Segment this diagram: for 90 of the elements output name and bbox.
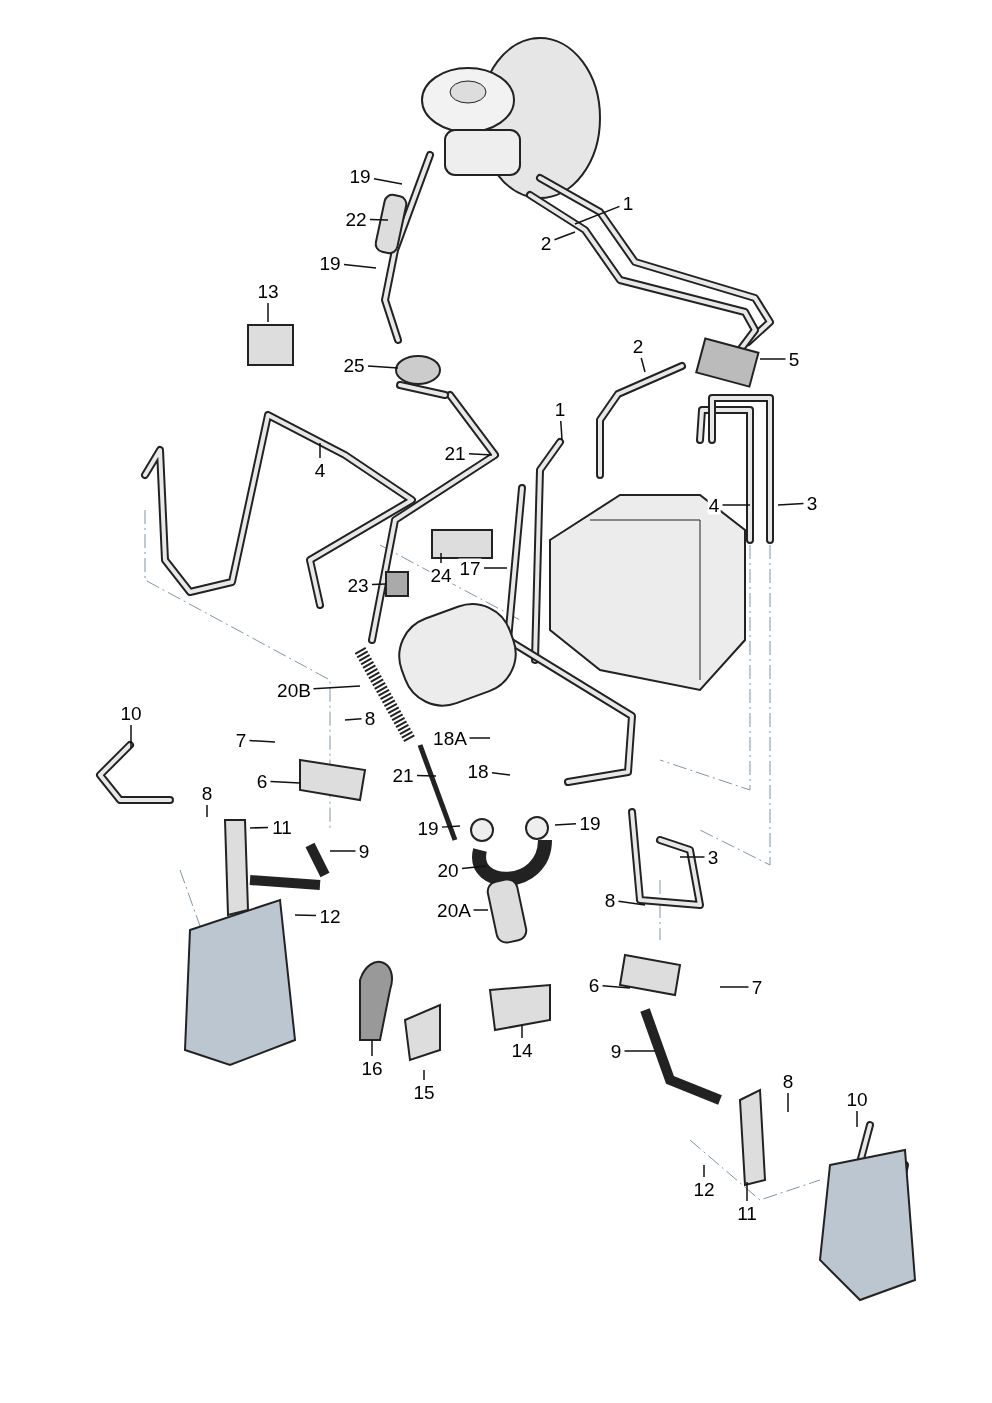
leader-line bbox=[703, 1164, 705, 1178]
leader-line bbox=[441, 825, 461, 828]
callout-number: 21 bbox=[444, 442, 466, 464]
callout-number: 8 bbox=[604, 889, 616, 911]
leader-line bbox=[468, 453, 493, 456]
callout-number: 1 bbox=[622, 192, 634, 214]
callout-number: 6 bbox=[256, 770, 268, 792]
callout-number: 8 bbox=[782, 1070, 794, 1092]
callout-number: 1 bbox=[554, 398, 566, 420]
callout-number: 25 bbox=[343, 354, 365, 376]
leader-line bbox=[267, 302, 269, 323]
leader-line bbox=[319, 442, 321, 459]
callout-number: 5 bbox=[788, 348, 800, 370]
leader-line bbox=[294, 914, 317, 917]
leader-line bbox=[269, 780, 301, 784]
leader-line bbox=[344, 717, 363, 721]
leader-line bbox=[777, 502, 805, 506]
callout-number: 24 bbox=[430, 564, 452, 586]
callout-number: 4 bbox=[314, 459, 326, 481]
leader-line bbox=[560, 420, 563, 441]
leader-line bbox=[856, 1110, 858, 1128]
leader-line bbox=[623, 1050, 656, 1052]
leader-line bbox=[746, 1181, 748, 1202]
leader-line bbox=[371, 583, 387, 586]
leader-line bbox=[312, 685, 361, 690]
leader-line bbox=[640, 357, 646, 373]
leader-line bbox=[617, 900, 646, 906]
leader-line bbox=[472, 909, 489, 911]
leader-line bbox=[574, 205, 621, 225]
leader-line bbox=[461, 865, 487, 870]
leader-line bbox=[468, 737, 491, 739]
callout-number: 3 bbox=[806, 492, 818, 514]
callout-number: 4 bbox=[708, 494, 720, 516]
leader-line bbox=[373, 177, 403, 185]
callout-number: 2 bbox=[632, 335, 644, 357]
leader-line bbox=[206, 804, 208, 818]
leader-line bbox=[553, 231, 576, 241]
callout-number: 19 bbox=[319, 252, 341, 274]
leader-line bbox=[416, 774, 437, 777]
callout-number: 13 bbox=[257, 280, 279, 302]
callout-number: 11 bbox=[272, 816, 292, 838]
leader-line bbox=[719, 986, 750, 988]
leader-line bbox=[721, 504, 751, 506]
leader-line bbox=[367, 365, 399, 369]
callout-number: 22 bbox=[345, 208, 367, 230]
callout-number: 18 bbox=[467, 760, 489, 782]
callout-number: 15 bbox=[413, 1081, 435, 1103]
callout-number: 8 bbox=[201, 782, 213, 804]
callout-number: 23 bbox=[347, 574, 369, 596]
callout-number: 9 bbox=[610, 1040, 622, 1062]
leader-line bbox=[759, 358, 787, 360]
callout-number: 20A bbox=[437, 899, 471, 921]
leader-line bbox=[329, 850, 357, 852]
callout-number: 9 bbox=[358, 840, 370, 862]
callout-number: 16 bbox=[361, 1057, 383, 1079]
callout-number: 10 bbox=[120, 702, 142, 724]
callout-number: 12 bbox=[693, 1178, 715, 1200]
leader-line bbox=[554, 823, 577, 826]
leader-line bbox=[787, 1092, 789, 1113]
callout-number: 17 bbox=[459, 557, 481, 579]
leader-line bbox=[423, 1069, 425, 1081]
leader-line bbox=[343, 263, 377, 269]
callout-number: 3 bbox=[707, 846, 719, 868]
callout-number: 14 bbox=[511, 1039, 533, 1061]
leader-line bbox=[369, 218, 389, 221]
callout-number: 8 bbox=[364, 707, 376, 729]
callout-number: 18A bbox=[433, 727, 467, 749]
leader-line bbox=[249, 826, 269, 829]
leader-line bbox=[491, 772, 511, 776]
callout-number: 19 bbox=[349, 165, 371, 187]
leader-line bbox=[521, 1024, 523, 1039]
leader-line bbox=[601, 984, 631, 989]
callout-number: 12 bbox=[319, 905, 341, 927]
callout-number: 19 bbox=[579, 812, 601, 834]
callout-number: 2 bbox=[540, 232, 552, 254]
leader-line bbox=[371, 1039, 373, 1057]
leader-line bbox=[130, 724, 132, 749]
callout-number: 11 bbox=[737, 1202, 757, 1224]
callout-number: 10 bbox=[846, 1088, 868, 1110]
leader-line bbox=[248, 739, 276, 743]
leader-line bbox=[679, 856, 706, 858]
leader-line bbox=[483, 567, 508, 569]
callout-number: 20 bbox=[437, 859, 459, 881]
callout-number: 6 bbox=[588, 974, 600, 996]
leader-line bbox=[440, 552, 442, 564]
callout-number: 20B bbox=[277, 679, 311, 701]
callout-number: 21 bbox=[392, 764, 414, 786]
callout-number: 19 bbox=[417, 817, 439, 839]
callout-number: 7 bbox=[751, 976, 763, 998]
callout-number: 7 bbox=[235, 729, 247, 751]
